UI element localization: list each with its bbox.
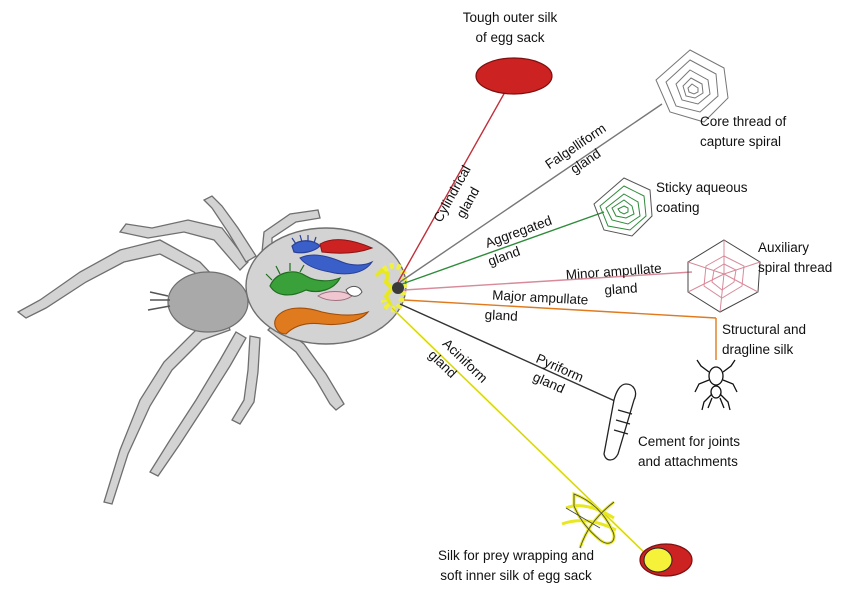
egg-sack-outer-icon bbox=[476, 58, 552, 94]
flagelliform-line bbox=[400, 104, 662, 282]
major-ampullate-gland-label-1: Major ampullate bbox=[492, 288, 589, 308]
egg-sack-inner-icon bbox=[640, 544, 692, 576]
sticky-aqueous-web-icon bbox=[594, 178, 652, 236]
capture-spiral-label-2: capture spiral bbox=[700, 134, 781, 149]
aqueous-label-1: Sticky aqueous bbox=[656, 180, 748, 195]
cement-label-1: Cement for joints bbox=[638, 434, 740, 449]
cephalothorax bbox=[168, 272, 248, 332]
prey-wrap-bundle-icon bbox=[562, 494, 616, 548]
minor-ampullate-gland-label-2: gland bbox=[604, 280, 638, 297]
prey-wrap-label-2: soft inner silk of egg sack bbox=[440, 568, 592, 583]
chelicerae bbox=[148, 292, 170, 310]
aux-spiral-label-1: Auxiliary bbox=[758, 240, 809, 255]
egg-sack-outer-label-1: Tough outer silk bbox=[463, 10, 558, 25]
cement-attachment-icon bbox=[604, 384, 636, 460]
capture-spiral-label-1: Core thread of bbox=[700, 114, 787, 129]
major-ampullate-gland-label-2: gland bbox=[484, 307, 518, 324]
aux-spiral-label-2: spiral thread bbox=[758, 260, 832, 275]
cement-label-2: and attachments bbox=[638, 454, 738, 469]
egg-sack-outer-label-2: of egg sack bbox=[475, 30, 544, 45]
silk-lines bbox=[392, 76, 716, 558]
auxiliary-spiral-web-icon bbox=[688, 240, 760, 312]
minor-ampullate-gland-label-1: Minor ampullate bbox=[565, 261, 662, 283]
dragline-spider-icon bbox=[695, 360, 737, 410]
prey-wrap-label-1: Silk for prey wrapping and bbox=[438, 548, 594, 563]
capture-spiral-web-icon bbox=[656, 50, 728, 122]
aqueous-label-2: coating bbox=[656, 200, 700, 215]
dragline-label-2: dragline silk bbox=[722, 342, 794, 357]
dragline-label-1: Structural and bbox=[722, 322, 806, 337]
gland-labels: Cylindrical gland Falgelliform gland Agg… bbox=[425, 121, 663, 402]
